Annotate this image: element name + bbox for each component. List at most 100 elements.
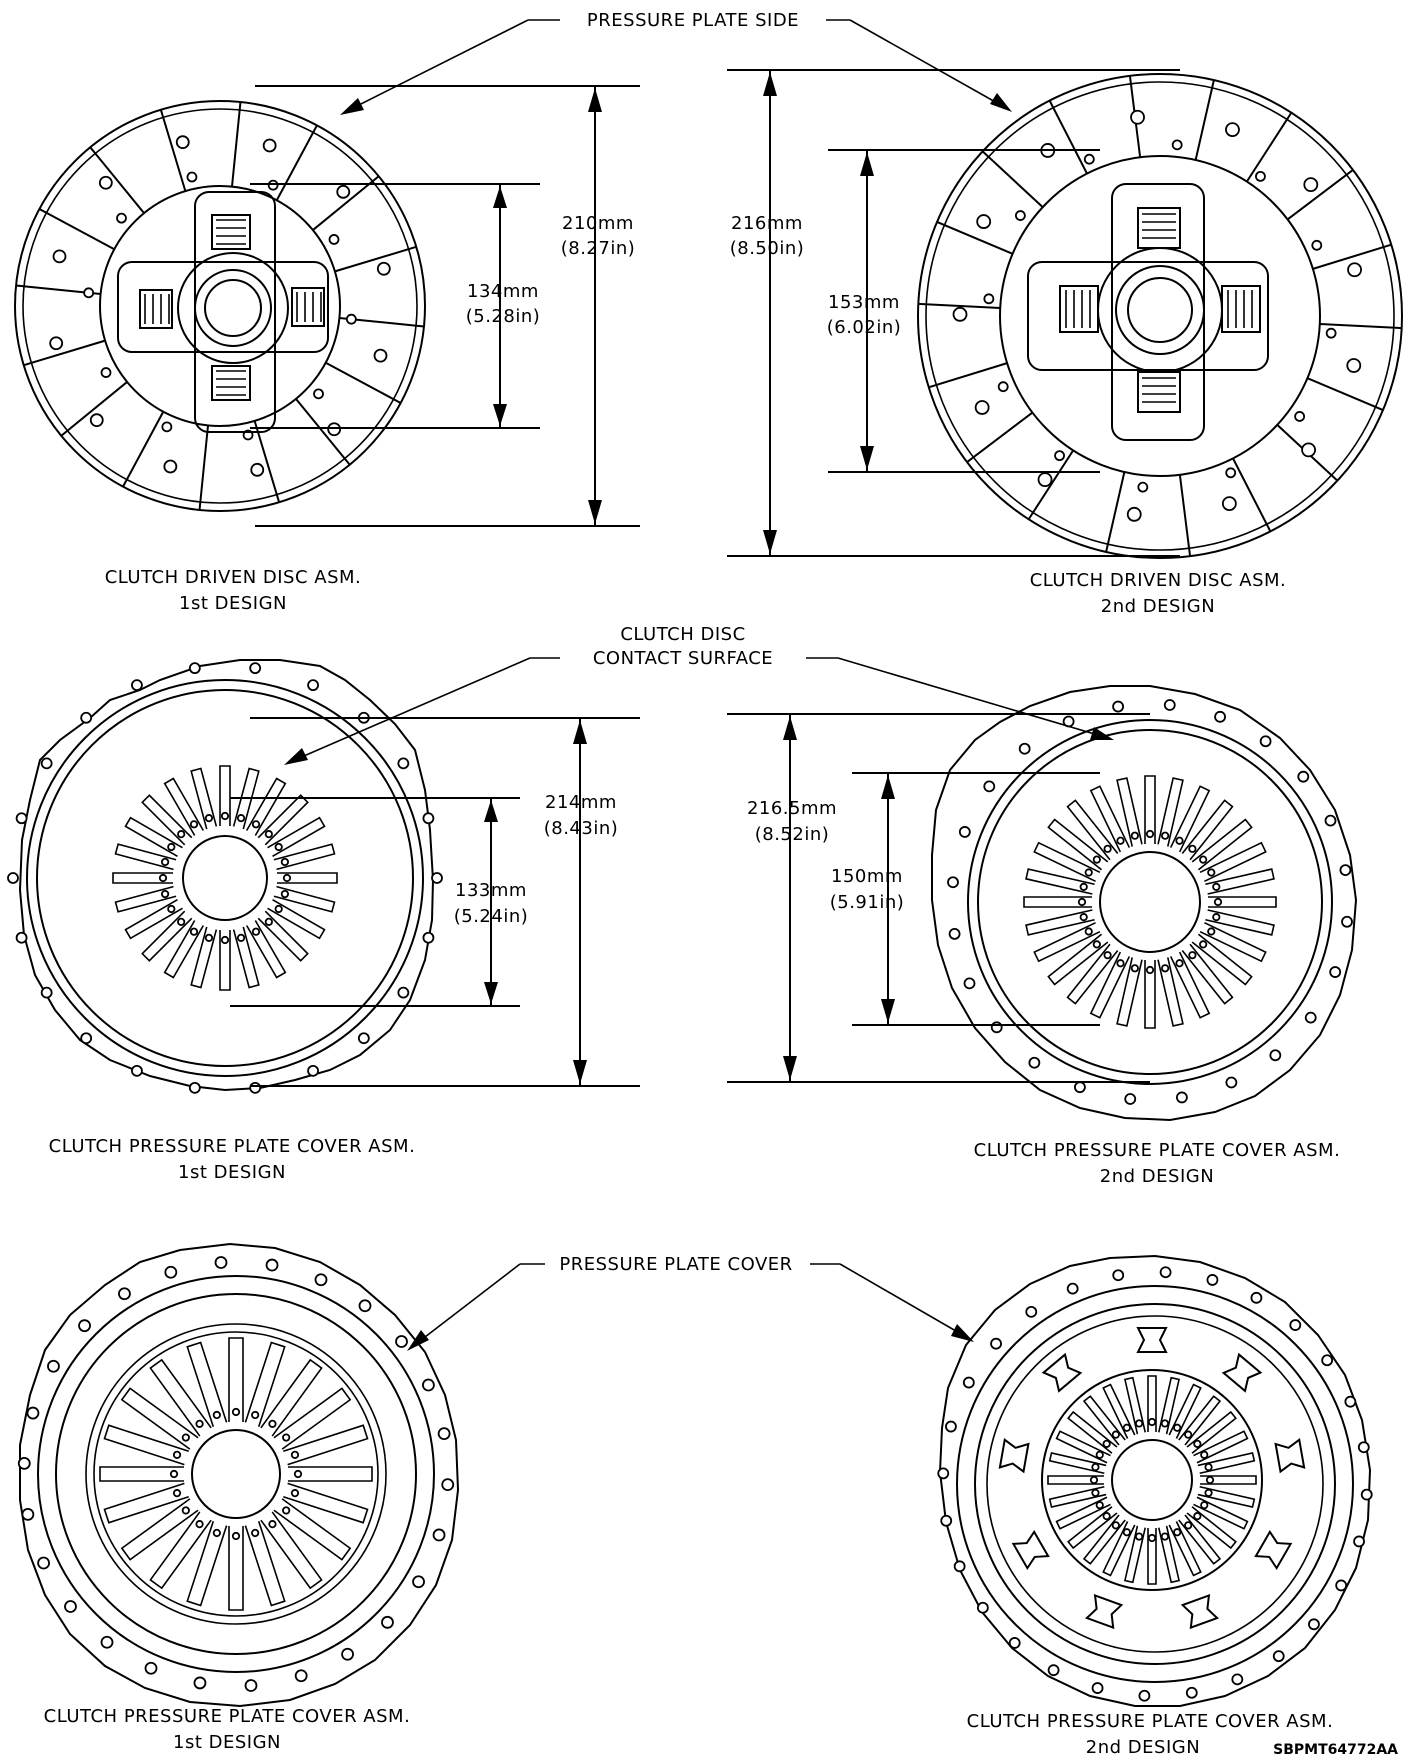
diaphragm-finger <box>1168 1521 1202 1577</box>
segment-line <box>1105 471 1126 553</box>
rivet-hole <box>1014 210 1026 221</box>
diaphragm-finger <box>1082 1395 1126 1446</box>
rivet-hole <box>1269 1049 1282 1062</box>
finger-slot <box>169 1469 179 1479</box>
segment-line <box>966 411 1034 463</box>
rivet-hole <box>1225 1076 1238 1089</box>
caption-cover2-title: CLUTCH PRESSURE PLATE COVER ASM. <box>967 1711 1334 1732</box>
rivet-hole <box>328 234 340 245</box>
rivet-hole <box>397 986 410 999</box>
rivet-hole <box>1008 1637 1021 1649</box>
diaphragm-finger <box>257 794 309 846</box>
rivet-hole <box>1175 1091 1188 1104</box>
rivet-hole <box>314 1273 328 1287</box>
rivet-hole <box>1324 814 1337 827</box>
plate1-inner-dim-mm: 133mm <box>455 880 527 901</box>
segment-line <box>325 361 402 404</box>
finger-slot <box>177 830 186 839</box>
rivet-hole <box>395 1335 408 1348</box>
rivet-hole <box>1308 1618 1320 1631</box>
rivet-hole <box>89 413 104 428</box>
finger-slot <box>1130 831 1139 840</box>
rivet-hole <box>1344 1395 1357 1408</box>
rivet-hole <box>1066 1282 1079 1295</box>
plate1-dimension-lines <box>230 717 640 1087</box>
rivet-hole <box>1112 700 1125 713</box>
finger-slot <box>251 1410 260 1420</box>
diaphragm-finger <box>1023 896 1092 908</box>
diaphragm-finger <box>1157 777 1184 847</box>
finger-slot <box>1089 1475 1099 1485</box>
rivet-hole <box>144 1661 158 1675</box>
callout-pressure-plate-cover-leaders <box>407 1263 974 1351</box>
finger-slot <box>158 873 168 883</box>
rivet-hole <box>422 1378 435 1392</box>
retainer-tab <box>1221 1352 1263 1393</box>
rivet-hole <box>1339 864 1352 877</box>
finger-slot <box>189 820 199 829</box>
finger-slot <box>268 1520 277 1529</box>
diaphragm-finger <box>283 1482 369 1524</box>
diaphragm-finger <box>1197 1486 1256 1508</box>
rivet-hole <box>249 662 262 675</box>
finger-slot <box>1122 1423 1131 1432</box>
finger-slot <box>1204 1462 1213 1472</box>
rivet-hole <box>1301 442 1316 458</box>
retainer-tab <box>1011 1529 1050 1571</box>
finger-slot <box>167 842 176 852</box>
rivet-hole <box>327 422 342 437</box>
rivet-hole <box>100 1635 114 1649</box>
rivet-hole <box>131 679 143 692</box>
finger-slot <box>280 857 289 867</box>
callout-pressure-plate-cover: PRESSURE PLATE COVER <box>559 1254 792 1275</box>
segment-line <box>275 124 318 201</box>
rivet-hole <box>40 757 53 770</box>
diaphragm-finger <box>124 898 183 940</box>
finger-slot <box>1092 940 1101 949</box>
rivet-hole <box>983 780 996 793</box>
segment-line <box>1312 243 1392 270</box>
plate2-inner-dim-in: (5.91in) <box>830 892 905 913</box>
rivet-hole <box>26 1406 40 1420</box>
diaphragm-finger <box>1186 1506 1237 1550</box>
finger-slot <box>1188 844 1197 853</box>
finger-slot <box>1130 964 1139 973</box>
diaphragm-finger <box>273 885 336 913</box>
driven-disc-2nd-design <box>917 73 1403 559</box>
rivet-hole <box>958 826 971 838</box>
finger-slot <box>204 933 214 942</box>
diaphragm-finger <box>1025 909 1095 936</box>
rivet-hole <box>412 1575 425 1589</box>
rivet-hole <box>1289 1319 1302 1331</box>
finger-slot <box>268 1419 277 1428</box>
rivet-hole <box>976 214 992 229</box>
finger-slot <box>204 814 214 823</box>
finger-slot <box>1103 844 1112 853</box>
diaphragm-finger <box>232 926 260 989</box>
rivet-hole <box>341 1647 354 1661</box>
diaphragm-finger <box>1124 1376 1146 1435</box>
rivet-hole <box>1335 1579 1348 1592</box>
finger-slot <box>1207 868 1216 877</box>
finger-slot <box>181 1506 190 1515</box>
finger-slot <box>1092 855 1101 864</box>
finger-slot <box>1205 1475 1215 1485</box>
rivet-hole <box>1083 153 1095 165</box>
finger-slot <box>282 873 292 883</box>
finger-slot <box>293 1469 303 1479</box>
finger-slot <box>264 830 273 839</box>
rivet-hole <box>437 1427 451 1441</box>
finger-slot <box>1147 1533 1157 1543</box>
finger-slot <box>1193 1512 1202 1521</box>
finger-slot <box>1079 913 1088 922</box>
diaphragm-finger <box>1193 1430 1249 1464</box>
finger-slot <box>231 1407 241 1417</box>
finger-slot <box>1095 1450 1104 1459</box>
rivet-hole <box>940 1514 953 1527</box>
finger-slot <box>1095 1501 1104 1510</box>
finger-slot <box>1147 1417 1157 1427</box>
diaphragm-finger <box>1124 1525 1146 1584</box>
rivet-hole <box>962 1376 975 1389</box>
plate2-inner-dim-mm: 150mm <box>831 866 903 887</box>
rivet-hole <box>976 1601 989 1614</box>
